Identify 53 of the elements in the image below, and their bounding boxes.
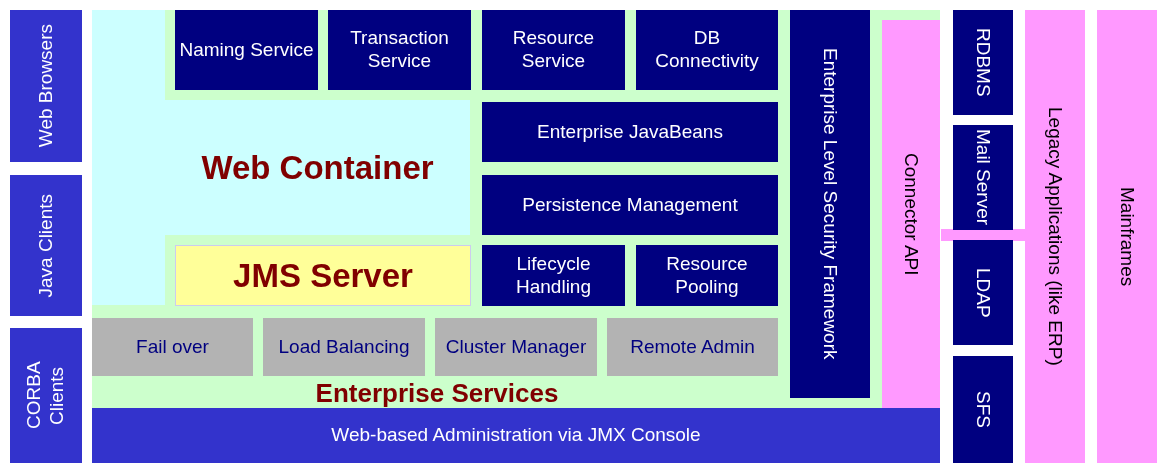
client-label: Java Clients [34, 193, 57, 298]
server-title: JMS Server [233, 255, 413, 296]
backend-box [953, 356, 1013, 463]
service-label: DB Connectivity [654, 27, 760, 73]
service-box [636, 245, 778, 306]
service-label: Resource Pooling [665, 252, 749, 299]
legacy-label: Legacy Applications (like ERP) [1044, 107, 1067, 366]
backend-label: LDAP [972, 267, 995, 318]
feature-box [263, 318, 425, 376]
service-box [482, 175, 778, 235]
client-box [10, 175, 82, 316]
server-box [175, 245, 471, 306]
mainframe-column [1097, 10, 1157, 463]
client-label: CORBA Clients [23, 360, 68, 432]
mainframe-label: Mainframes [1116, 186, 1139, 287]
feature-box [92, 318, 253, 376]
backend-label: RDBMS [972, 28, 995, 97]
service-box [636, 10, 778, 90]
service-label: Enterprise JavaBeans [537, 120, 723, 144]
admin-bar [92, 408, 940, 463]
client-box [10, 10, 82, 162]
service-label: Naming Service [179, 38, 314, 62]
service-label: Transaction Service [349, 27, 450, 73]
service-label: Lifecycle Handling [515, 252, 592, 299]
admin-label: Web-based Administration via JMX Console [331, 424, 701, 447]
backend-label: Mail Server [972, 129, 995, 226]
api-column [882, 20, 940, 408]
framework-label: Enterprise Level Security Framework [819, 48, 842, 360]
feature-label: Fail over [136, 335, 209, 359]
backend-label: SFS [972, 391, 995, 428]
framework-column [790, 10, 870, 398]
service-box [482, 245, 625, 306]
feature-label: Cluster Manager [445, 335, 587, 359]
backend-box [953, 10, 1013, 115]
service-label: Resource Service [511, 27, 596, 73]
api-label: Connector API [900, 152, 923, 276]
service-box [482, 102, 778, 162]
band-title: Enterprise Services [315, 380, 559, 406]
container-title: Web Container [201, 147, 434, 188]
backend-box [953, 125, 1013, 230]
feature-label: Load Balancing [278, 335, 410, 359]
service-label: Persistence Management [522, 193, 738, 217]
feature-box [435, 318, 597, 376]
feature-box [607, 318, 778, 376]
feature-label: Remote Admin [630, 335, 755, 359]
legacy-column [1025, 10, 1085, 463]
client-label: Web Browsers [34, 24, 57, 148]
service-box [175, 10, 318, 90]
client-box [10, 328, 82, 463]
backend-box [953, 240, 1013, 345]
service-box [328, 10, 471, 90]
services-band [92, 10, 940, 408]
service-box [482, 10, 625, 90]
